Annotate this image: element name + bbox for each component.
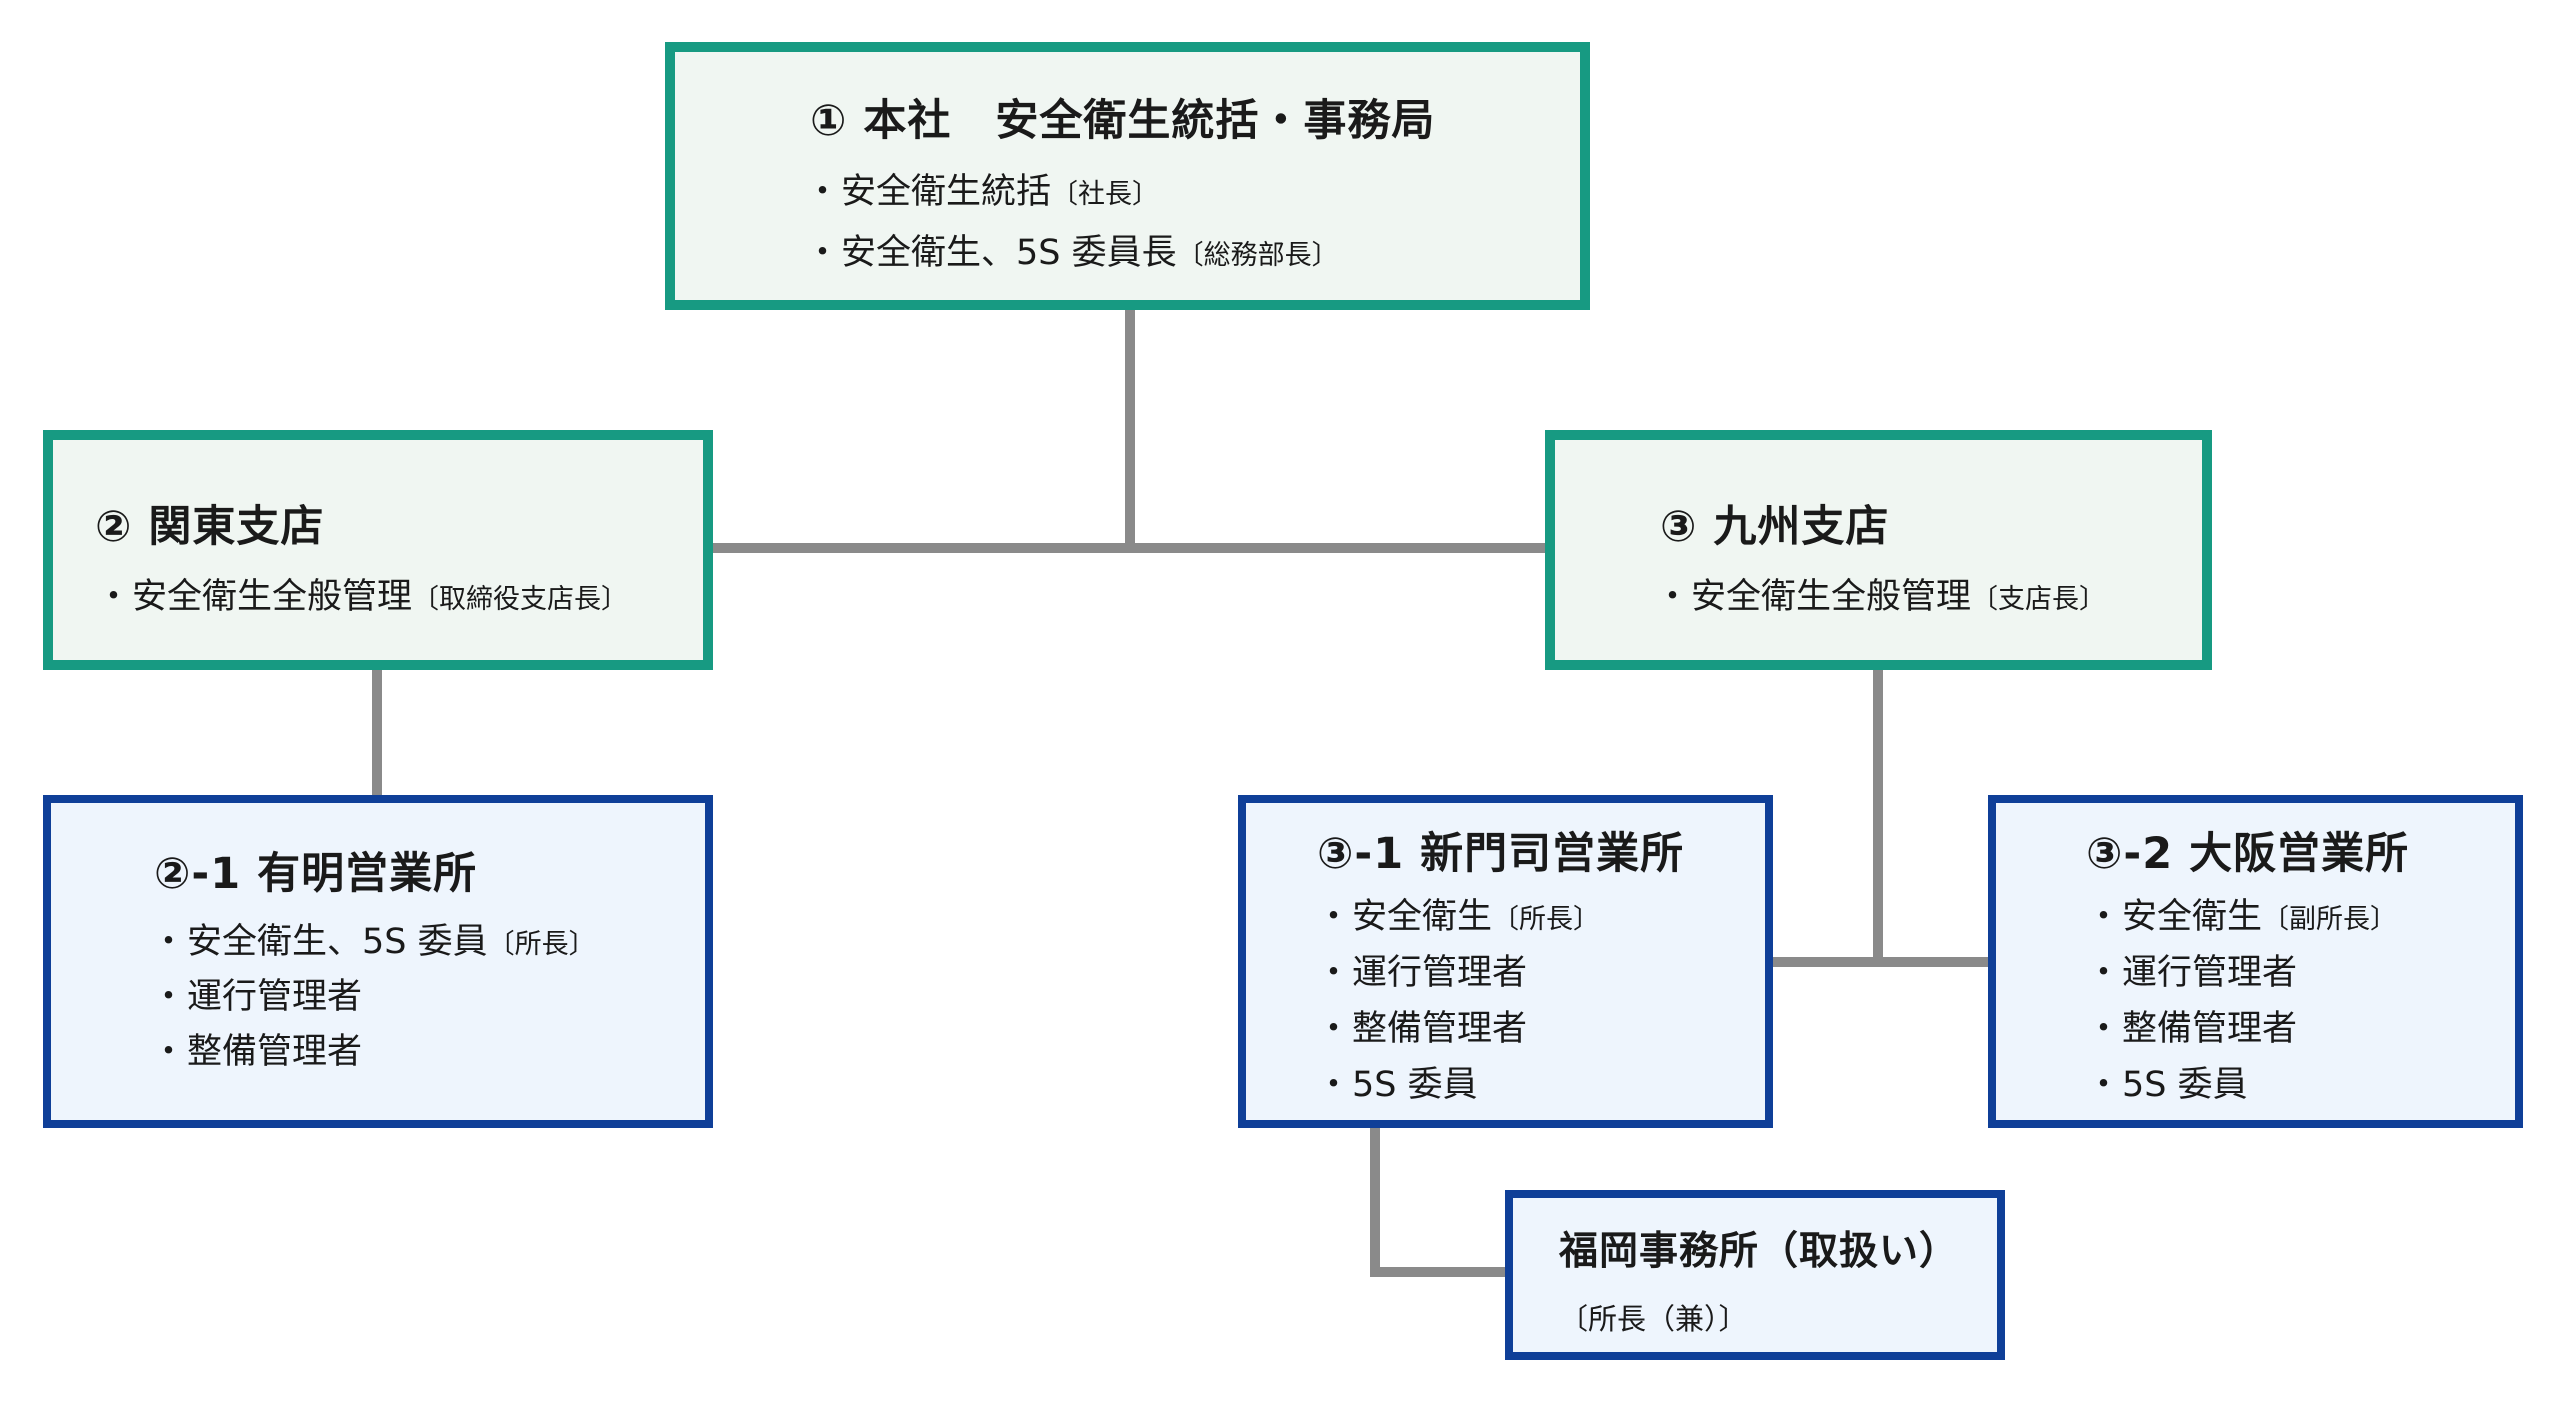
list-item: ・安全衛生〔副所長〕 [2086,889,2397,945]
connector-branches-horizontal [705,543,1550,553]
bullet: ・ [151,1032,187,1072]
kyushu-branch-items: ・安全衛生全般管理〔支店長〕 [1655,569,2106,625]
bullet: ・ [151,977,187,1017]
item-text: 安全衛生、5S 委員長 [841,233,1177,273]
item-note: 〔副所長〕 [2262,904,2398,935]
osaka-office-items: ・安全衛生〔副所長〕 ・運行管理者 ・整備管理者 ・5S 委員 [2086,889,2397,1113]
list-item: ・安全衛生〔所長〕 [1316,889,1600,945]
item-text: 運行管理者 [2122,953,2298,993]
ariake-office-box: ②-1 有明営業所 ・安全衛生、5S 委員〔所長〕 ・運行管理者 ・整備管理者 [43,795,713,1128]
bullet: ・ [151,922,187,962]
item-text: 5S 委員 [1352,1065,1478,1105]
bullet: ・ [805,233,841,273]
item-text: 安全衛生 [2122,897,2263,937]
list-item: ・5S 委員 [2086,1057,2397,1113]
list-item: ・5S 委員 [1316,1057,1600,1113]
connector-kanto-down [372,665,382,803]
fukuoka-office-note: 〔所長（兼）〕 [1559,1302,1748,1336]
item-text: 運行管理者 [187,977,363,1017]
list-item: ・運行管理者 [1316,945,1600,1001]
item-text: 安全衛生全般管理 [132,577,413,617]
item-note: 〔社長〕 [1051,179,1160,210]
connector-hq-down [1125,310,1135,552]
list-item: ・安全衛生、5S 委員長〔総務部長〕 [805,223,1339,284]
list-item: ・整備管理者 [1316,1001,1600,1057]
list-item: ・運行管理者 [2086,945,2397,1001]
bullet: ・ [2086,1009,2122,1049]
list-item: ・整備管理者 [2086,1001,2397,1057]
ariake-office-items: ・安全衛生、5S 委員〔所長〕 ・運行管理者 ・整備管理者 [151,915,596,1080]
hq-items: ・安全衛生統括〔社長〕 ・安全衛生、5S 委員長〔総務部長〕 [805,162,1339,284]
item-text: 整備管理者 [1352,1009,1528,1049]
bullet: ・ [1655,577,1691,617]
bullet: ・ [96,577,132,617]
kyushu-branch-title: ③ 九州支店 [1660,502,1890,552]
connector-fukuoka-horizontal [1370,1267,1510,1277]
ariake-office-title: ②-1 有明営業所 [154,849,478,899]
item-note: 〔支店長〕 [1971,584,2107,615]
item-note: 〔所長〕 [487,929,596,960]
bullet: ・ [2086,897,2122,937]
item-text: 安全衛生統括 [841,172,1052,212]
item-text: 整備管理者 [187,1032,363,1072]
kanto-branch-box: ② 関東支店 ・安全衛生全般管理〔取締役支店長〕 [43,430,713,670]
item-text: 安全衛生、5S 委員 [187,922,488,962]
shinmoji-office-box: ③-1 新門司営業所 ・安全衛生〔所長〕 ・運行管理者 ・整備管理者 ・5S 委… [1238,795,1773,1128]
list-item: ・安全衛生全般管理〔取締役支店長〕 [96,569,628,625]
hq-title: ① 本社 安全衛生統括・事務局 [810,96,1436,146]
bullet: ・ [1316,1009,1352,1049]
bullet: ・ [1316,897,1352,937]
connector-shinmoji-down [1370,1122,1380,1277]
bullet: ・ [2086,1065,2122,1105]
item-note: 〔総務部長〕 [1176,240,1339,271]
connector-sales-offices-horizontal [1765,957,1990,967]
list-item: ・整備管理者 [151,1025,596,1080]
list-item: ・運行管理者 [151,970,596,1025]
shinmoji-office-title: ③-1 新門司営業所 [1317,829,1685,879]
connector-kyushu-down [1873,665,1883,967]
bullet: ・ [805,172,841,212]
hq-box: ① 本社 安全衛生統括・事務局 ・安全衛生統括〔社長〕 ・安全衛生、5S 委員長… [665,42,1590,310]
bullet: ・ [1316,1065,1352,1105]
kanto-branch-title: ② 関東支店 [95,502,325,552]
list-item: ・安全衛生、5S 委員〔所長〕 [151,915,596,970]
shinmoji-office-items: ・安全衛生〔所長〕 ・運行管理者 ・整備管理者 ・5S 委員 [1316,889,1600,1113]
bullet: ・ [2086,953,2122,993]
kanto-branch-items: ・安全衛生全般管理〔取締役支店長〕 [96,569,628,625]
item-text: 安全衛生全般管理 [1691,577,1972,617]
list-item: ・安全衛生全般管理〔支店長〕 [1655,569,2106,625]
item-text: 安全衛生 [1352,897,1493,937]
osaka-office-box: ③-2 大阪営業所 ・安全衛生〔副所長〕 ・運行管理者 ・整備管理者 ・5S 委… [1988,795,2523,1128]
item-note: 〔取締役支店長〕 [412,584,629,615]
kyushu-branch-box: ③ 九州支店 ・安全衛生全般管理〔支店長〕 [1545,430,2212,670]
item-text: 整備管理者 [2122,1009,2298,1049]
item-text: 運行管理者 [1352,953,1528,993]
osaka-office-title: ③-2 大阪営業所 [2086,829,2410,879]
bullet: ・ [1316,953,1352,993]
list-item: ・安全衛生統括〔社長〕 [805,162,1339,223]
item-note: 〔所長〕 [1492,904,1601,935]
fukuoka-office-box: 福岡事務所（取扱い） 〔所長（兼）〕 [1505,1190,2005,1360]
item-text: 5S 委員 [2122,1065,2248,1105]
fukuoka-office-title: 福岡事務所（取扱い） [1559,1229,1960,1274]
